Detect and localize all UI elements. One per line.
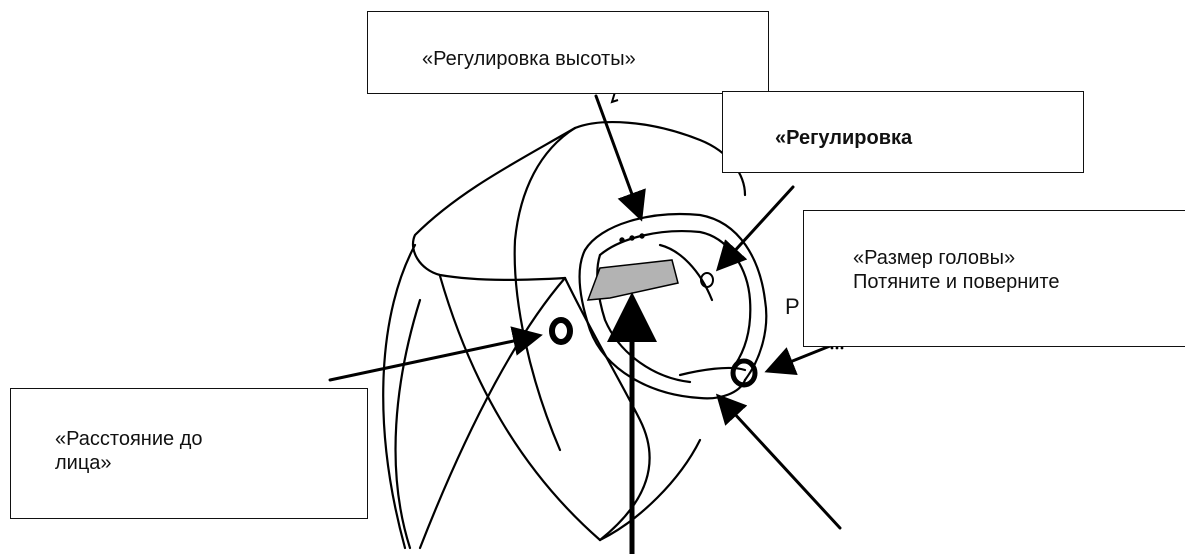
arrow-face-distance [328,326,543,382]
callout-face-distance-text: «Расстояние до лица» [55,428,203,474]
callout-head-size: «Размер головы» Потяните и поверните [803,210,1185,347]
callout-face-distance: «Расстояние до лица» [10,388,368,519]
arrow-stub [610,91,619,104]
callout-adjust-text: «Регулировка [775,127,913,149]
callout-head-size-text: «Размер головы» Потяните и поверните [853,247,1060,293]
face-distance-knob [549,317,573,345]
arrow-headband [715,393,842,530]
adjustment-knobs [549,272,758,388]
helmet-shell [382,121,747,550]
dots [830,346,844,350]
callout-adjust: «Регулировка [722,91,1084,173]
callout-height-adjust: «Регулировка высоты» [367,11,769,94]
sweatband-pad [586,259,679,301]
head-size-knob [730,358,758,388]
adjust-knob-small [700,272,714,288]
headgear [578,213,768,400]
arrow-adjust [715,185,795,272]
label-fragment: Р [785,294,800,319]
arrow-height [594,94,646,222]
callout-height-adjust-text: «Регулировка высоты» [422,48,636,70]
